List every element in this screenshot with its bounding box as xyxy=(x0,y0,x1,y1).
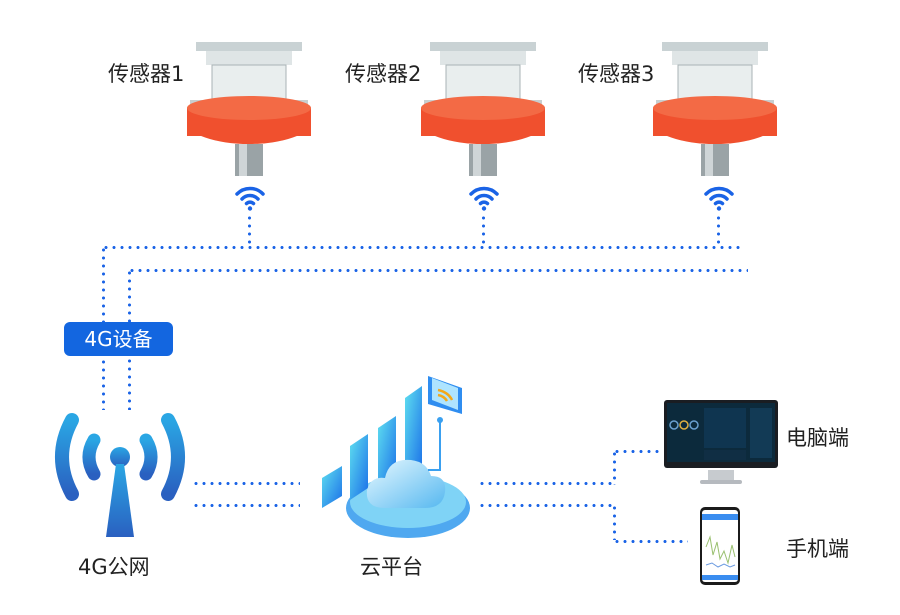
device-badge: 4G设备 xyxy=(64,322,173,356)
link-sensor-1 xyxy=(248,214,251,244)
link-cloud-out-1 xyxy=(478,482,614,485)
tower-icon xyxy=(55,413,185,537)
link-sensor-2 xyxy=(482,214,485,244)
pc-monitor-icon xyxy=(664,400,778,484)
link-sensor-3 xyxy=(717,214,720,244)
sensor-1-label: 传感器1 xyxy=(108,62,185,86)
sensor-2-label: 传感器2 xyxy=(345,62,422,86)
link-to-mobile xyxy=(613,540,688,543)
link-bus-lower xyxy=(128,269,748,272)
link-branch-pc xyxy=(613,450,616,485)
pc-label: 电脑端 xyxy=(786,426,849,450)
cloud-label: 云平台 xyxy=(360,555,423,579)
link-tower-cloud-1 xyxy=(192,482,300,485)
sensor-2-buoy-icon xyxy=(421,42,545,176)
mobile-phone-icon xyxy=(700,507,740,585)
link-branch-mobile xyxy=(613,504,616,540)
tower-label: 4G公网 xyxy=(78,555,150,579)
mobile-label: 手机端 xyxy=(786,537,849,561)
link-cloud-out-2 xyxy=(478,504,614,507)
sensor-1-buoy-icon xyxy=(187,42,311,176)
link-to-pc xyxy=(613,450,661,453)
wifi-icon xyxy=(469,186,499,211)
sensor-3-buoy-icon xyxy=(653,42,777,176)
cloud-platform-icon xyxy=(322,376,470,538)
wifi-icon xyxy=(235,186,265,211)
link-bus-upper xyxy=(102,246,742,249)
sensor-3-label: 传感器3 xyxy=(578,62,655,86)
wifi-icon xyxy=(704,186,734,211)
link-tower-cloud-2 xyxy=(192,504,300,507)
